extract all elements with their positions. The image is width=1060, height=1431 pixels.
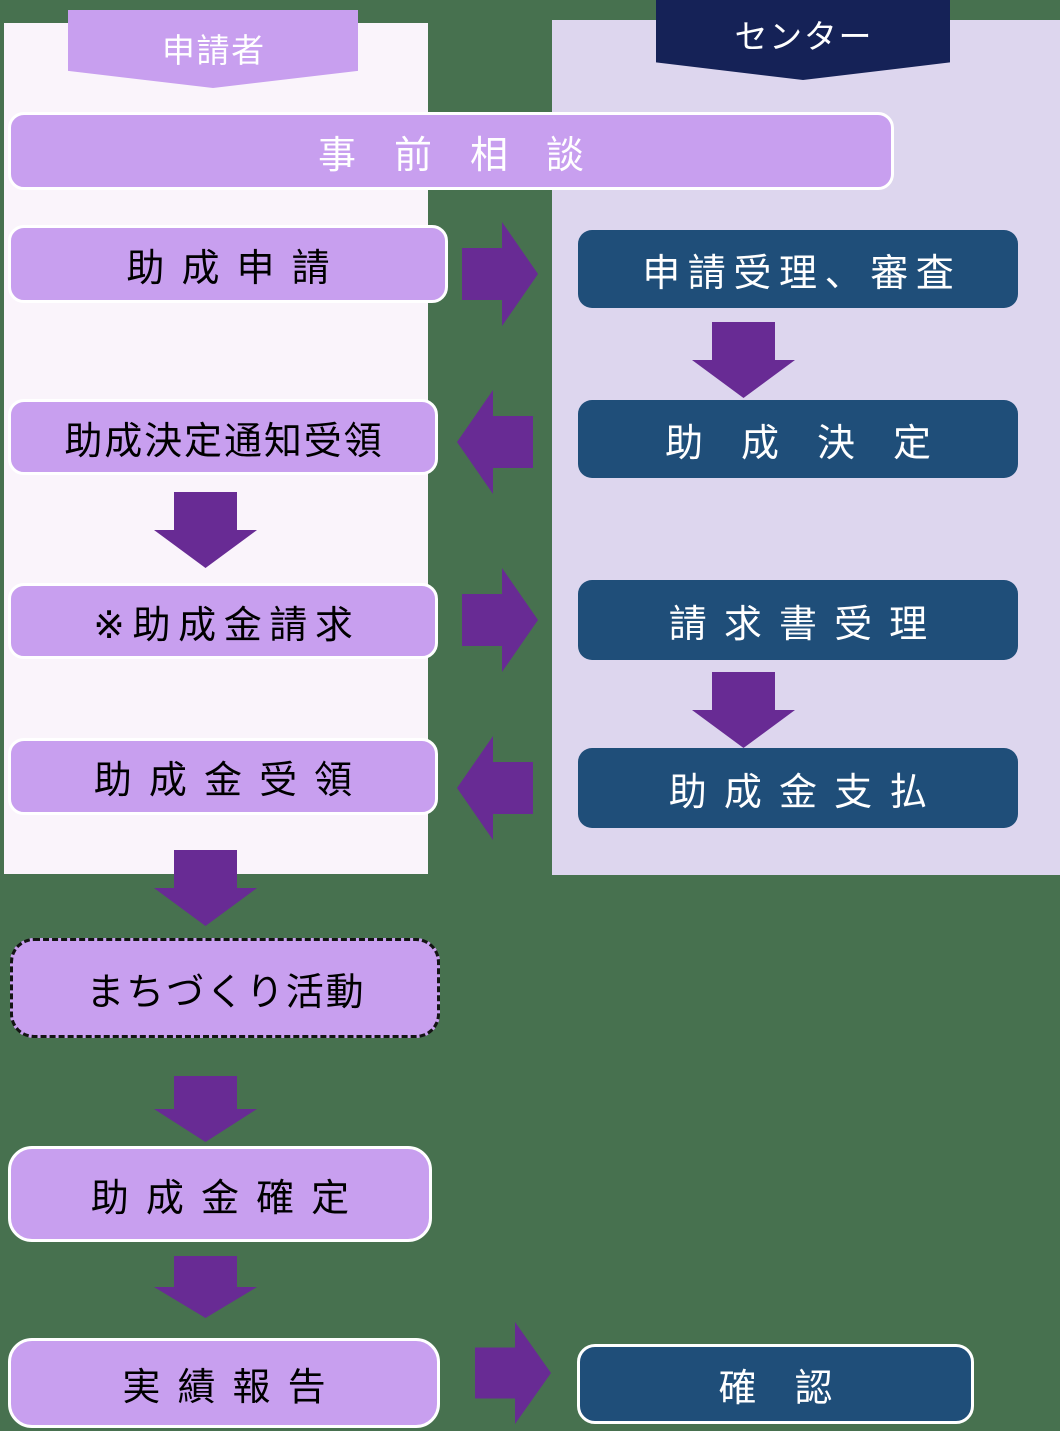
step-grant-claim: ※助成金請求 [8, 583, 438, 659]
step-grant-decision-notice-receipt: 助成決定通知受領 [8, 399, 438, 475]
arrow-right-icon [475, 1322, 551, 1424]
arrow-right-icon [462, 568, 538, 672]
arrow-down-icon [154, 1256, 257, 1318]
step-grant-decision: 助成決定 [578, 400, 1018, 478]
arrow-down-icon [692, 322, 795, 398]
applicant-lane-label: 申請者 [161, 32, 266, 69]
applicant-lane-header: 申請者 [68, 10, 358, 88]
arrow-down-icon [154, 850, 257, 926]
step-invoice-receipt: 請求書受理 [578, 580, 1018, 660]
step-grant-payment: 助成金支払 [578, 748, 1018, 828]
step-application-acceptance-review: 申請受理、審査 [578, 230, 1018, 308]
arrow-right-icon [462, 222, 538, 326]
arrow-down-icon [154, 492, 257, 568]
step-machizukuri-activity: まちづくり活動 [10, 938, 440, 1038]
step-grant-application: 助成申請 [8, 225, 448, 303]
arrow-left-icon [457, 736, 533, 840]
arrow-left-icon [457, 390, 533, 494]
step-performance-report: 実績報告 [8, 1338, 440, 1428]
center-lane-header: センター [656, 0, 950, 80]
arrow-down-icon [692, 672, 795, 748]
step-pre-consultation: 事前相談 [8, 112, 894, 190]
step-grant-receipt: 助成金受領 [8, 738, 438, 815]
step-grant-finalization: 助成金確定 [8, 1146, 432, 1242]
step-confirmation: 確認 [577, 1344, 974, 1424]
arrow-down-icon [154, 1076, 257, 1142]
center-lane-label: センター [734, 18, 874, 55]
